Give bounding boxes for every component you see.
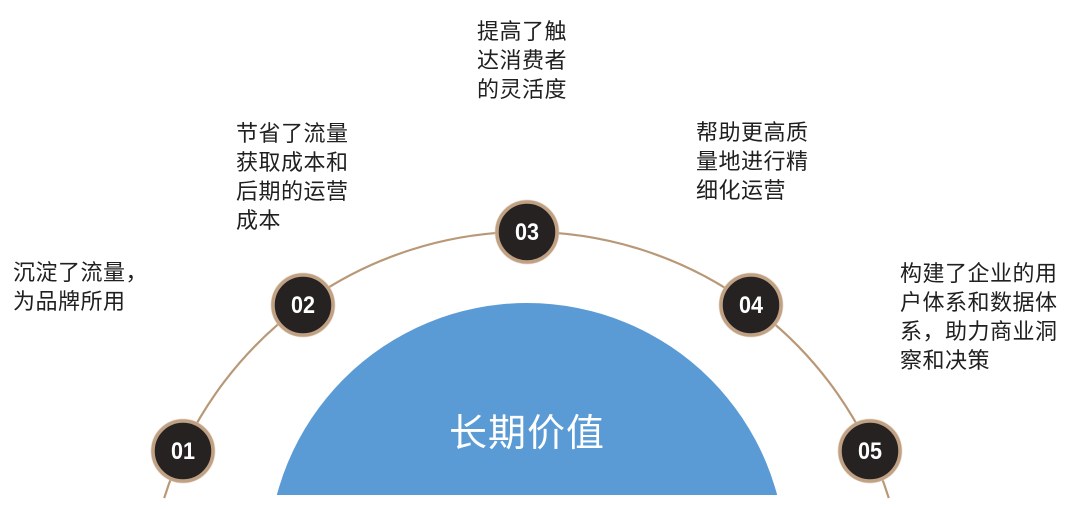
node-04: 04 — [718, 272, 784, 338]
node-05: 05 — [837, 418, 903, 484]
item-label-5: 构建了企业的用 户体系和数据体 系，助力商业洞 察和决策 — [900, 261, 1058, 373]
node-02-circle — [271, 273, 335, 337]
item-label-4: 帮助更高质 量地进行精 细化运营 — [696, 120, 809, 203]
node-03-number: 03 — [515, 219, 539, 246]
node-02-number: 02 — [291, 292, 315, 319]
node-05-circle — [838, 419, 902, 483]
node-05-number: 05 — [858, 438, 882, 465]
node-04-number: 04 — [739, 292, 764, 319]
node-01-circle — [151, 419, 215, 483]
node-02: 02 — [270, 272, 336, 338]
node-01: 01 — [150, 418, 216, 484]
dome-title: 长期价值 — [449, 413, 605, 455]
item-label-3: 提高了触 达消费者 的灵活度 — [477, 19, 568, 102]
dome-shape — [276, 303, 778, 495]
node-03-circle — [495, 200, 559, 264]
item-label-2: 节省了流量 获取成本和 后期的运营 成本 — [236, 121, 349, 233]
node-01-number: 01 — [171, 438, 195, 465]
item-label-1: 沉淀了流量， 为品牌所用 — [13, 260, 149, 314]
node-03: 03 — [494, 199, 560, 265]
node-04-circle — [719, 273, 783, 337]
